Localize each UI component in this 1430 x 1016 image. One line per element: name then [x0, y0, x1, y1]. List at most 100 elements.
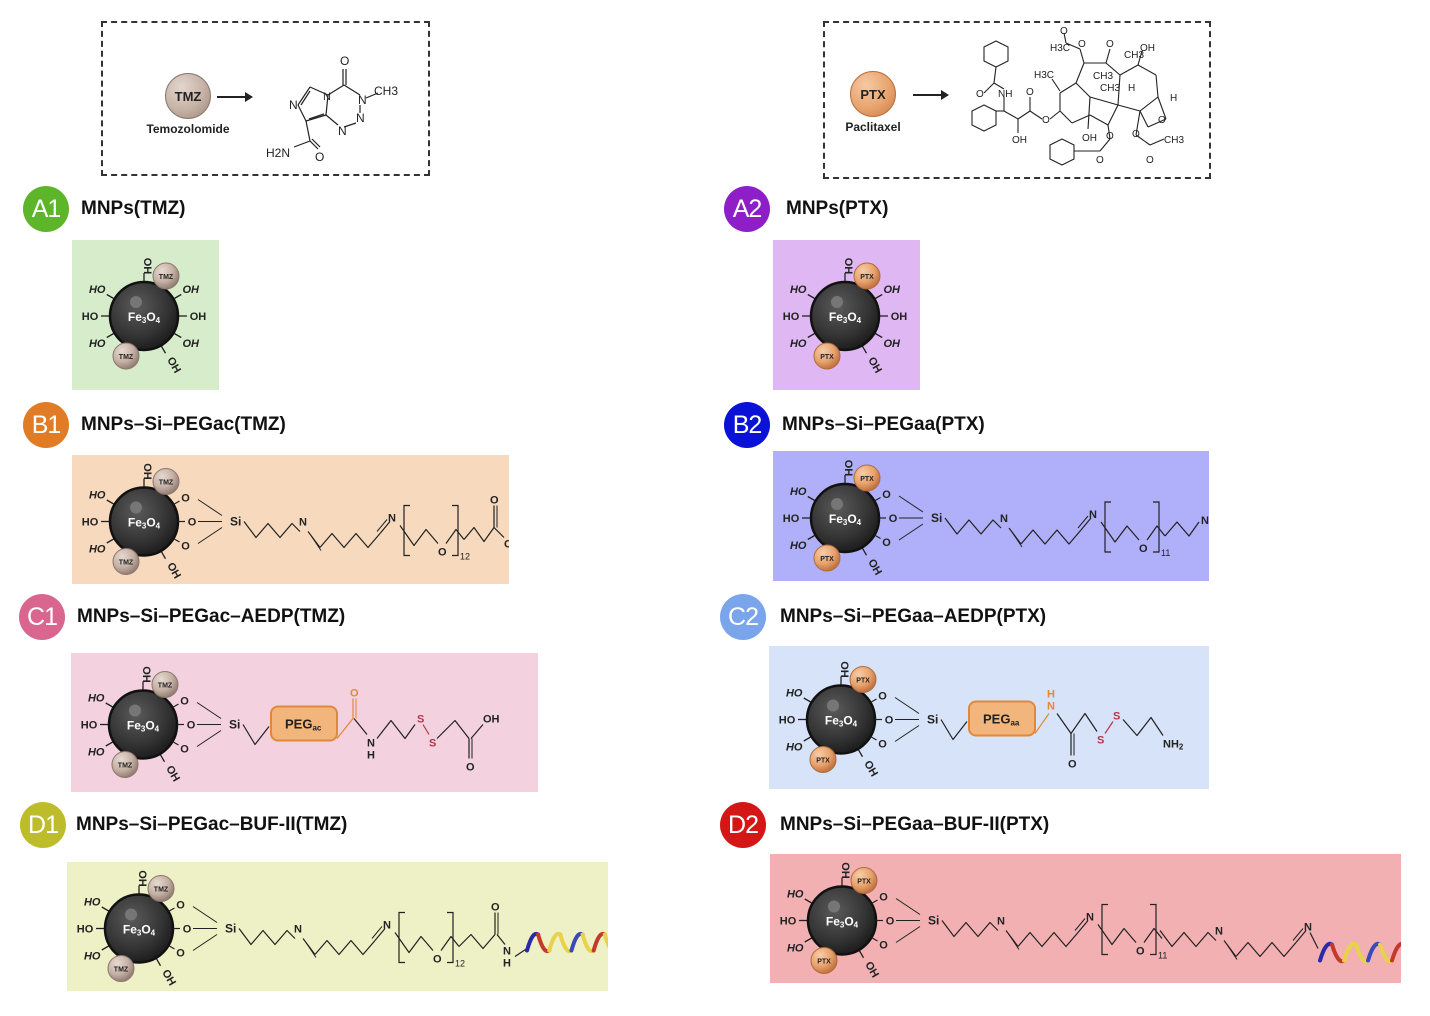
ptx-drug-label: PTX [816, 758, 830, 765]
siloxane-bond [197, 499, 223, 516]
chain-bond [1020, 529, 1082, 545]
amine-label: NH2 [1163, 739, 1184, 752]
nitrogen-label: N [997, 916, 1005, 928]
hydroxyl-label: OH [140, 666, 152, 683]
hydroxyl-label: OH [842, 460, 854, 477]
hydroxyl-label: HO [783, 311, 800, 323]
carbonyl-oxygen: O [490, 495, 499, 507]
double-bond [310, 535, 322, 551]
nitrogen-label: N [1047, 701, 1055, 713]
hydroxyl-label: OH [862, 960, 881, 980]
hydroxyl-bond [101, 906, 110, 913]
hydroxyl-label: HO [89, 338, 106, 350]
nitrogen-label: N [1304, 922, 1312, 934]
oxygen-label: O [181, 541, 190, 553]
bond [870, 735, 877, 741]
hydrogen-label: H [503, 958, 511, 970]
nitrogen-label: N [1000, 513, 1008, 525]
oxygen-label: O [180, 744, 189, 756]
chain-bond [1097, 924, 1137, 946]
repeat-bracket-right [452, 504, 459, 557]
peptide-helix-segment [536, 932, 552, 954]
siloxane-bond [192, 934, 218, 951]
ptx-caption: Paclitaxel [845, 120, 901, 134]
hydroxyl-bond [807, 495, 816, 502]
oxygen-label: O [433, 954, 442, 966]
nitrogen-label: N [1086, 912, 1094, 924]
siloxane-bond [192, 906, 218, 923]
chain-bond [941, 920, 999, 938]
chain-bond [242, 724, 270, 746]
chain-bond [1056, 712, 1098, 735]
chain-bond [319, 532, 381, 549]
bond [871, 899, 878, 905]
repeat-bracket-right [1150, 903, 1157, 956]
ptx-drug-label: PTX [860, 274, 874, 281]
hydroxyl-label: OH [861, 759, 880, 779]
hydroxyl-label: OH [891, 311, 908, 323]
hydroxyl-label: HO [779, 715, 796, 727]
oxygen-label: O [882, 537, 891, 549]
hydroxyl-label: OH [164, 355, 183, 375]
nitrogen-label: N [367, 738, 375, 750]
fe3o4-label: Fe3O4 [123, 923, 156, 938]
hydroxyl-bond [857, 748, 864, 758]
peptide-helix-segment [1390, 941, 1401, 963]
badge-B2: B2 [724, 402, 770, 448]
double-bond [1011, 531, 1023, 548]
oxygen-label: O [183, 924, 192, 936]
hydroxyl-label: OH [164, 561, 183, 581]
bond [353, 718, 368, 735]
svg-text:H3C: H3C [1034, 70, 1054, 81]
hydroxyl-bond [804, 898, 813, 905]
ptx-drug-label: PTX [856, 678, 870, 685]
siloxane-bond [196, 730, 222, 747]
panel-header-D2: D2 MNPs–Si–PEGaa–BUF-II(PTX) [720, 802, 1049, 848]
panel-header-A1: A1 MNPs(TMZ) [23, 186, 185, 232]
bond [1077, 920, 1089, 933]
carbonyl-oxygen: O [491, 902, 500, 914]
svg-text:OH: OH [1012, 135, 1027, 146]
hydroxyl-label: HO [82, 311, 99, 323]
siloxane-bond [895, 898, 921, 915]
badge-D1: D1 [20, 802, 66, 848]
hydroxyl-label: HO [780, 916, 797, 928]
panel-header-D1: D1 MNPs–Si–PEGac–BUF-II(TMZ) [20, 802, 347, 848]
oxygen-label: O [879, 892, 888, 904]
peptide-helix-segment [525, 931, 541, 953]
tmz-drug-label: TMZ [159, 480, 174, 487]
carboxyl-oh: OH [504, 539, 509, 551]
hydroxyl-label: OH [163, 764, 182, 784]
oxygen-label: O [176, 948, 185, 960]
sulfur-label: S [417, 714, 424, 726]
title-A2: MNPs(PTX) [786, 198, 889, 219]
hydroxyl-label: OH [183, 284, 201, 296]
fe3o4-label: Fe3O4 [829, 512, 862, 527]
sulfur-label: S [1113, 711, 1120, 723]
hydroxyl-label: OH [136, 870, 148, 887]
hydroxyl-label: OH [141, 258, 153, 275]
silicon-label: Si [230, 515, 241, 529]
hydroxyl-bond [858, 949, 865, 959]
bond [173, 500, 180, 506]
repeat-bracket-left [1104, 501, 1111, 553]
hydroxyl-bond [106, 332, 115, 339]
double-bond [1226, 944, 1238, 960]
tmz-caption: Temozolomide [146, 122, 230, 136]
repeat-bracket-right [447, 911, 454, 964]
tmz-drug-label: TMZ [114, 967, 129, 974]
svg-text:O: O [1132, 129, 1140, 140]
chain-bond [1159, 930, 1217, 948]
chain-bond [1235, 941, 1297, 958]
chain-bond [1100, 521, 1140, 543]
svg-text:O: O [1096, 155, 1104, 166]
panel-header-C2: C2 MNPs–Si–PEGaa–AEDP(PTX) [720, 594, 1046, 640]
svg-text:CH3: CH3 [1093, 71, 1113, 82]
core-highlight [828, 900, 840, 913]
svg-text:CH3: CH3 [1100, 83, 1120, 94]
hydroxyl-label: HO [89, 284, 106, 296]
bond [173, 537, 180, 543]
fe3o4-label: Fe3O4 [127, 719, 160, 734]
